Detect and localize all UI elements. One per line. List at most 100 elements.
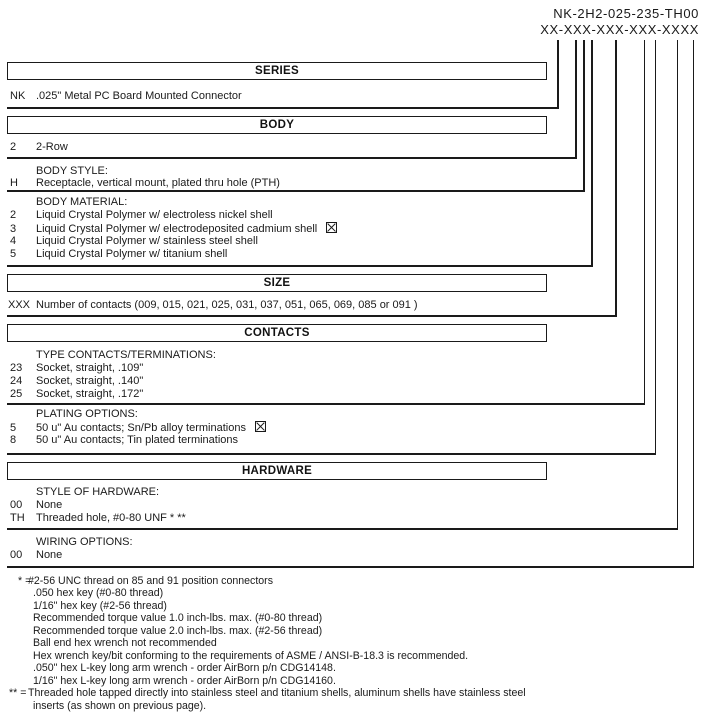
body-style-label: BODY STYLE: bbox=[36, 165, 108, 177]
footnote-text: .050" hex L-key long arm wrench - order … bbox=[33, 662, 336, 675]
row-desc: .025" Metal PC Board Mounted Connector bbox=[36, 90, 242, 102]
rule-body-style bbox=[7, 190, 585, 192]
row-desc: None bbox=[36, 549, 63, 561]
part-number-mask: XX-XXX-XXX-XXX-XXXX bbox=[540, 22, 699, 37]
row-code: 4 bbox=[10, 235, 17, 247]
body-material-row-2: 2 Liquid Crystal Polymer w/ electroless n… bbox=[10, 209, 273, 221]
row-desc: Threaded hole, #0-80 UNF * ** bbox=[36, 512, 186, 524]
connector-line-size bbox=[615, 40, 617, 317]
footnote-text: Threaded hole tapped directly into stain… bbox=[28, 687, 526, 700]
connector-line-body-style bbox=[583, 40, 585, 192]
row-desc: Liquid Crystal Polymer w/ stainless stee… bbox=[36, 235, 258, 247]
section-title-series: SERIES bbox=[255, 65, 299, 77]
connector-line-wiring bbox=[692, 40, 695, 568]
section-box-contacts: CONTACTS bbox=[7, 324, 547, 342]
connector-line-series bbox=[557, 40, 559, 109]
section-box-hardware: HARDWARE bbox=[7, 462, 547, 480]
footnote-text: 1/16" hex L-key long arm wrench - order … bbox=[33, 674, 336, 687]
contact-type-row-24: 24 Socket, straight, .140" bbox=[10, 375, 143, 387]
section-title-body: BODY bbox=[259, 119, 295, 131]
row-desc: Number of contacts (009, 015, 021, 025, … bbox=[36, 299, 418, 311]
footnote-marker: * = bbox=[18, 575, 32, 587]
footnote-line: * =#2-56 UNC thread on 85 and 91 positio… bbox=[18, 575, 526, 587]
footnote-line: Hex wrench key/bit conforming to the req… bbox=[33, 650, 526, 662]
rule-wiring bbox=[7, 566, 694, 568]
section-title-size: SIZE bbox=[263, 277, 291, 289]
checked-box-icon bbox=[326, 222, 338, 233]
row-desc: 50 u" Au contacts; Tin plated terminatio… bbox=[36, 434, 239, 446]
footnote-line: .050" hex L-key long arm wrench - order … bbox=[33, 662, 526, 674]
row-code: 25 bbox=[10, 388, 23, 400]
row-desc: Socket, straight, .140" bbox=[36, 375, 144, 387]
plating-row-5: 5 50 u" Au contacts; Sn/Pb alloy terminat… bbox=[10, 421, 266, 434]
section-box-series: SERIES bbox=[7, 62, 547, 80]
body-style-row-h: H Receptacle, vertical mount, plated thru… bbox=[10, 177, 280, 189]
rule-body-row bbox=[7, 157, 577, 159]
row-code: 24 bbox=[10, 375, 23, 387]
contact-type-label: TYPE CONTACTS/TERMINATIONS: bbox=[36, 349, 216, 361]
row-desc: Liquid Crystal Polymer w/ titanium shell bbox=[36, 248, 228, 260]
rule-body-material bbox=[7, 265, 593, 267]
footnote-text: Ball end hex wrench not recommended bbox=[33, 637, 217, 650]
rule-plating bbox=[7, 453, 656, 455]
rule-contact-type bbox=[7, 403, 645, 405]
body-material-label: BODY MATERIAL: bbox=[36, 196, 128, 208]
footnote-line: Recommended torque value 1.0 inch-lbs. m… bbox=[33, 612, 526, 624]
row-desc: Liquid Crystal Polymer w/ electrodeposit… bbox=[36, 223, 318, 235]
row-desc: 2-Row bbox=[36, 141, 68, 153]
rule-size bbox=[7, 315, 617, 317]
section-title-hardware: HARDWARE bbox=[241, 465, 313, 477]
footnote-text: #2-56 UNC thread on 85 and 91 position c… bbox=[28, 575, 273, 587]
row-code: 23 bbox=[10, 362, 23, 374]
part-number-value: NK-2H2-025-235-TH00 bbox=[553, 6, 699, 21]
row-code: 00 bbox=[10, 499, 23, 511]
series-row-nk: NK .025" Metal PC Board Mounted Connector bbox=[10, 90, 242, 102]
footnote-text: inserts (as shown on previous page). bbox=[33, 699, 207, 712]
row-desc: Socket, straight, .172" bbox=[36, 388, 144, 400]
row-desc: Receptacle, vertical mount, plated thru … bbox=[36, 177, 280, 189]
row-desc: Socket, straight, .109" bbox=[36, 362, 144, 374]
row-code: 3 bbox=[10, 223, 17, 235]
body-material-row-3: 3 Liquid Crystal Polymer w/ electrodeposi… bbox=[10, 222, 338, 235]
connector-line-contact-type bbox=[643, 40, 646, 405]
body-material-row-5: 5 Liquid Crystal Polymer w/ titanium shel… bbox=[10, 248, 227, 260]
row-code: 5 bbox=[10, 422, 17, 434]
footnote-line: 1/16" hex L-key long arm wrench - order … bbox=[33, 675, 526, 687]
checked-box-icon bbox=[254, 421, 266, 432]
footnote-text: 1/16" hex key (#2-56 thread) bbox=[33, 599, 167, 612]
footnote-text: Recommended torque value 1.0 inch-lbs. m… bbox=[33, 612, 323, 625]
row-code: XXX bbox=[8, 299, 31, 311]
connector-line-body-row bbox=[575, 40, 577, 159]
row-code: NK bbox=[10, 90, 26, 102]
row-code: H bbox=[10, 177, 18, 189]
wiring-row-00: 00 None bbox=[10, 549, 62, 561]
row-code: 00 bbox=[10, 549, 23, 561]
row-desc: None bbox=[36, 499, 63, 511]
footnote-text: Hex wrench key/bit conforming to the req… bbox=[33, 649, 469, 662]
footnote-line: Ball end hex wrench not recommended bbox=[33, 637, 526, 649]
body-row-2row: 2 2-Row bbox=[10, 141, 68, 153]
contact-type-row-23: 23 Socket, straight, .109" bbox=[10, 362, 143, 374]
footnote-marker: ** = bbox=[9, 687, 27, 700]
footnote-line: ** =Threaded hole tapped directly into s… bbox=[9, 687, 526, 699]
footnotes: * =#2-56 UNC thread on 85 and 91 positio… bbox=[9, 575, 526, 712]
row-code: 2 bbox=[10, 209, 17, 221]
section-title-contacts: CONTACTS bbox=[244, 327, 310, 339]
row-code: 5 bbox=[10, 248, 17, 260]
connector-line-plating bbox=[654, 40, 657, 455]
wiring-options-label: WIRING OPTIONS: bbox=[36, 536, 133, 548]
section-box-body: BODY bbox=[7, 116, 547, 134]
connector-line-hardware-style bbox=[676, 40, 679, 530]
contact-type-row-25: 25 Socket, straight, .172" bbox=[10, 388, 143, 400]
row-desc: Liquid Crystal Polymer w/ electroless ni… bbox=[36, 209, 273, 221]
footnote-line: .050 hex key (#0-80 thread) bbox=[33, 587, 526, 599]
row-code: 2 bbox=[10, 141, 17, 153]
row-desc: 50 u" Au contacts; Sn/Pb alloy terminati… bbox=[36, 422, 246, 434]
size-row-xxx: XXX Number of contacts (009, 015, 021, 02… bbox=[8, 299, 418, 311]
footnote-text: .050 hex key (#0-80 thread) bbox=[33, 587, 164, 600]
footnote-line: inserts (as shown on previous page). bbox=[33, 700, 526, 712]
connector-line-body-material bbox=[591, 40, 593, 267]
